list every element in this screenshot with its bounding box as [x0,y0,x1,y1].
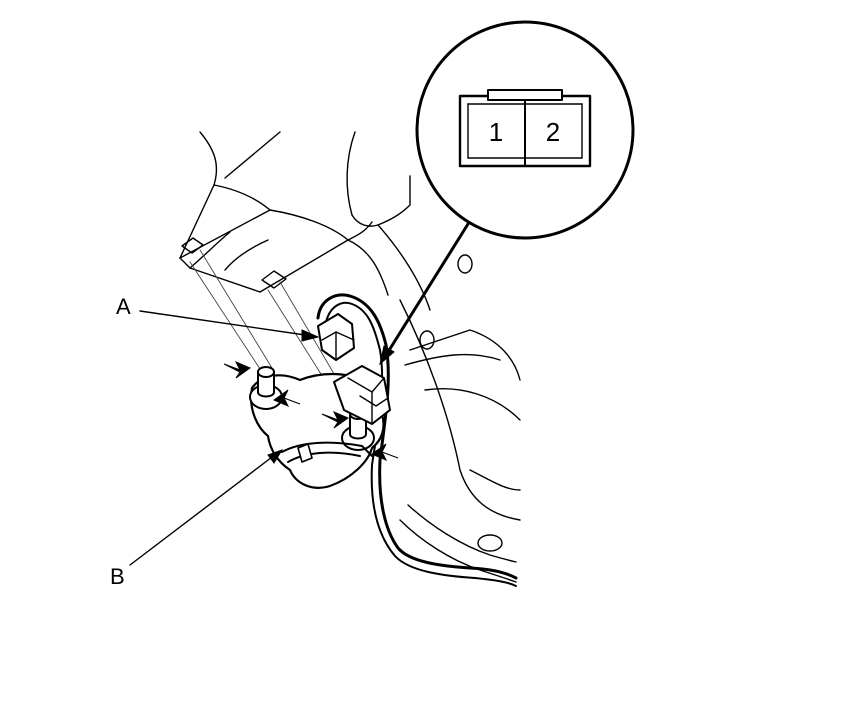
label-a: A [116,294,131,319]
connector-detail-callout: 1 2 [415,20,635,240]
pin-1-label: 1 [489,117,503,147]
wire-harness [316,293,518,587]
label-b: B [110,564,125,589]
arrow-icon [370,443,399,461]
callout-pointer [379,222,470,366]
label-a-group: A [116,294,320,342]
connector-a [317,313,355,361]
arrow-icon [379,345,395,366]
body-bracket [179,131,521,583]
arrow-icon [223,361,252,379]
sensor-b [249,365,391,489]
squeeze-arrows [223,361,399,461]
arrow-icon [272,389,301,407]
label-b-group: B [110,449,284,589]
arrow-icon [267,449,284,464]
arrow-icon [321,411,350,429]
arrow-icon [301,329,320,342]
pin-2-label: 2 [546,117,560,147]
